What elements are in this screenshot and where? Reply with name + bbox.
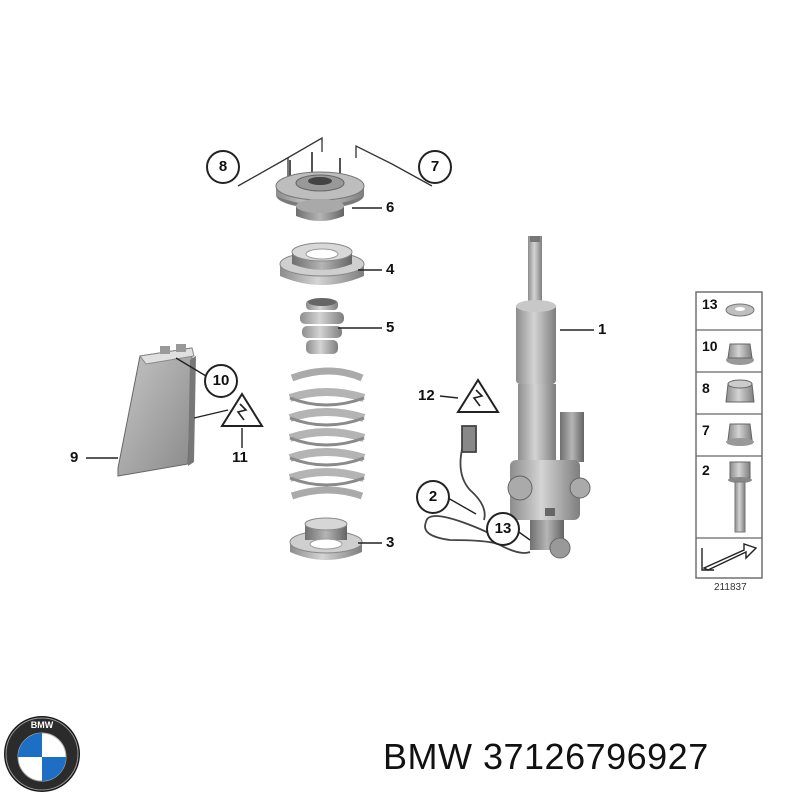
hex-nut-icon <box>725 379 755 403</box>
callout-11: 11 <box>232 449 248 466</box>
direction-arrow-icon <box>701 543 758 571</box>
callout-1: 1 <box>598 321 607 338</box>
control-unit-part <box>117 344 196 477</box>
side-part-num-7: 7 <box>702 422 710 438</box>
flange-nut-icon <box>726 343 754 365</box>
coil-spring-part <box>288 367 366 500</box>
spring-pad-lower-part <box>289 517 363 560</box>
callout-9: 9 <box>70 449 79 466</box>
side-part-num-8: 8 <box>702 380 710 396</box>
spring-pad-upper-part <box>279 242 365 285</box>
callout-2: 2 <box>416 480 450 514</box>
shock-absorber-part <box>507 236 591 559</box>
callout-13: 13 <box>486 512 520 546</box>
side-part-num-13: 13 <box>702 296 718 312</box>
callout-3: 3 <box>386 534 395 551</box>
leader-lines <box>86 207 594 544</box>
callout-10: 10 <box>204 364 238 398</box>
callout-8: 8 <box>206 150 240 184</box>
bolt-icon <box>728 461 752 533</box>
bump-stop-part <box>300 298 344 354</box>
warning-triangle-11 <box>220 392 264 427</box>
warning-triangle-12 <box>456 378 500 413</box>
side-parts-panel <box>695 291 763 579</box>
bmw-logo-icon: BMW <box>4 716 80 792</box>
callout-7: 7 <box>418 150 452 184</box>
callout-6: 6 <box>386 199 395 216</box>
callout-12: 12 <box>418 387 435 404</box>
washer-icon <box>725 303 755 317</box>
collar-nut-icon <box>726 423 754 446</box>
side-part-num-2: 2 <box>702 462 710 478</box>
callout-5: 5 <box>386 319 395 336</box>
diagram-number: 211837 <box>714 582 747 593</box>
support-bearing-part <box>275 152 365 221</box>
mount-bracket-lines <box>237 136 433 187</box>
side-part-num-10: 10 <box>702 338 718 354</box>
callout-4: 4 <box>386 261 395 278</box>
bmw-logo-text: BMW <box>31 720 54 730</box>
brand-part-caption: BMW 37126796927 <box>383 736 709 777</box>
